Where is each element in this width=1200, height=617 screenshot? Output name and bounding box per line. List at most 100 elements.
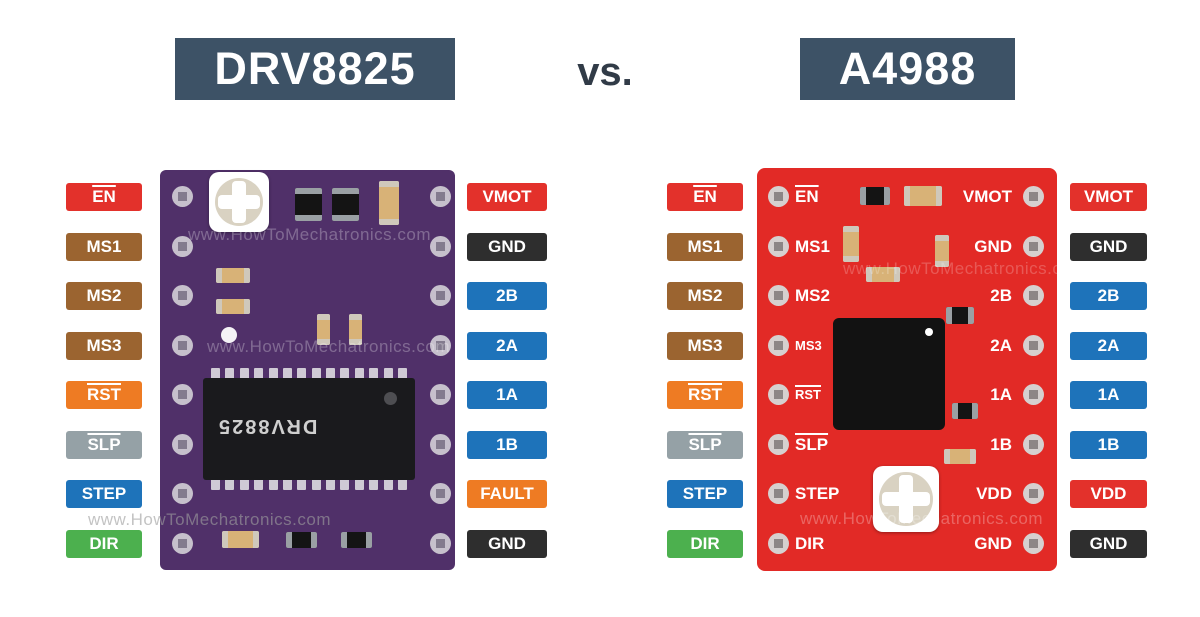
solder-pad <box>1023 285 1044 306</box>
pin-label-1a: 1A <box>1070 381 1147 409</box>
solder-pad <box>768 186 789 207</box>
solder-pad <box>768 532 789 554</box>
chip-leg <box>340 368 350 382</box>
capacitor <box>216 299 250 314</box>
chip-label: DRV8825 <box>217 415 318 437</box>
pin-label-vdd: VDD <box>1070 480 1147 508</box>
solder-pad <box>1023 334 1044 356</box>
vs-label: vs. <box>577 50 633 94</box>
pin-label-en: EN <box>667 183 743 211</box>
pin-label-2b: 2B <box>1070 282 1147 310</box>
chip-leg <box>225 368 235 382</box>
silkscreen-ms1: MS1 <box>795 236 830 256</box>
solder-pad <box>430 235 451 257</box>
chip-leg <box>383 368 393 382</box>
potentiometer <box>873 466 939 532</box>
pin-label-slp: SLP <box>66 430 142 459</box>
mounting-hole <box>221 327 237 343</box>
capacitor <box>944 449 976 464</box>
pin-label-step: STEP <box>66 480 142 508</box>
chip-leg <box>282 368 292 382</box>
solder-pad <box>172 483 193 504</box>
capacitor <box>317 314 330 345</box>
pin-label-gnd: GND <box>1070 232 1147 261</box>
chip-leg <box>282 476 292 490</box>
silkscreen-1b: 1B <box>990 434 1012 454</box>
solder-pad <box>172 285 193 306</box>
pin-label-2b: 2B <box>467 282 547 310</box>
chip-legs-bottom <box>211 476 407 490</box>
capacitor <box>946 307 974 324</box>
silkscreen-rst: RST <box>795 387 821 402</box>
chip-leg <box>326 476 335 490</box>
silkscreen-ms2: MS2 <box>795 286 830 305</box>
silkscreen-1a: 1A <box>990 385 1012 404</box>
pin-label-dir: DIR <box>667 529 743 558</box>
solder-pad <box>172 532 193 554</box>
chip-leg <box>211 476 220 490</box>
potentiometer <box>209 172 269 232</box>
drv8825-title: DRV8825 <box>175 38 455 100</box>
solder-pad <box>768 384 789 405</box>
capacitor <box>349 314 362 345</box>
solder-pad <box>172 384 193 405</box>
pin-label-ms3: MS3 <box>667 331 743 360</box>
solder-pad <box>768 483 789 504</box>
silkscreen-vmot: VMOT <box>962 187 1012 206</box>
chip-leg <box>254 476 264 490</box>
silkscreen-step: STEP <box>795 484 840 503</box>
chip-pin1-dot <box>925 328 933 336</box>
silkscreen-2b: 2B <box>990 286 1012 305</box>
solder-pad <box>768 285 789 306</box>
pin-label-slp: SLP <box>667 430 743 459</box>
chip-leg <box>354 476 364 490</box>
chip-leg <box>311 368 321 382</box>
pin-label-gnd: GND <box>467 529 547 558</box>
chip-body: DRV8825 <box>203 378 415 480</box>
solder-pad <box>768 235 789 257</box>
capacitor <box>866 267 900 282</box>
solder-pad <box>430 433 451 455</box>
a4988-right-pads <box>1023 186 1045 558</box>
solder-pad <box>430 334 451 356</box>
drv8825-board: DRV8825 www.HowToMechatronics.com www.Ho… <box>160 170 455 570</box>
solder-pad <box>768 433 789 455</box>
watermark: www.HowToMechatronics.com <box>800 509 1044 528</box>
solder-pad <box>768 334 789 356</box>
capacitor <box>216 268 250 283</box>
solder-pad <box>1023 235 1044 257</box>
a4988-left-pads <box>768 186 790 558</box>
silkscreen-vdd: VDD <box>976 484 1012 503</box>
pin-label-gnd: GND <box>467 232 547 261</box>
silkscreen-en: EN <box>795 187 819 206</box>
pin-label-vmot: VMOT <box>467 183 547 211</box>
chip-leg <box>340 476 350 490</box>
chip-leg <box>383 476 393 490</box>
watermark: www.HowToMechatronics.com <box>188 225 432 244</box>
chip-leg <box>311 476 321 490</box>
capacitor <box>843 226 859 262</box>
silkscreen-dir: DIR <box>795 533 825 553</box>
pin-label-fault: FAULT <box>467 480 547 508</box>
solder-pad <box>172 334 193 356</box>
pin-label-ms3: MS3 <box>66 331 142 360</box>
capacitor <box>952 403 978 419</box>
capacitor <box>904 186 942 206</box>
chip-pin1-dot <box>384 392 397 405</box>
drv8825-left-pads <box>172 186 194 558</box>
drv8825-chip: DRV8825 <box>203 368 415 490</box>
watermark: www.HowToMechatronics.com <box>843 259 1087 278</box>
silkscreen-gnd: GND <box>974 236 1012 256</box>
pin-label-vmot: VMOT <box>1070 183 1147 211</box>
capacitor <box>332 188 359 221</box>
capacitor <box>295 188 322 221</box>
chip-leg <box>268 476 278 490</box>
pot-cross-horizontal <box>218 195 260 209</box>
pin-label-step: STEP <box>667 480 743 508</box>
silkscreen-slp: SLP <box>795 434 829 454</box>
